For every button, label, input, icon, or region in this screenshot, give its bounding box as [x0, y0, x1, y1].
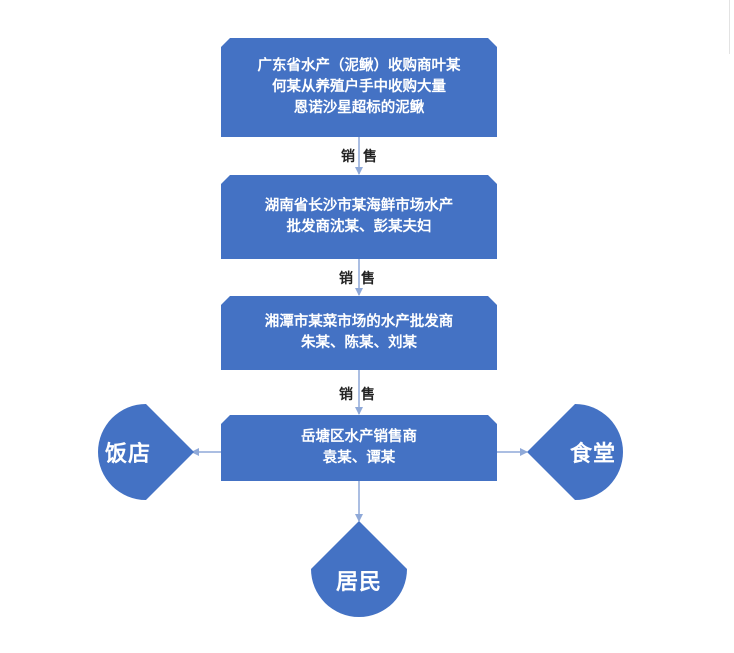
- window-edge-divider: [729, 0, 734, 54]
- drop-left-shape: [98, 404, 194, 500]
- box3-shape: [221, 296, 497, 370]
- box1-line-3: 恩诺沙星超标的泥鳅: [293, 100, 425, 116]
- box2-line-2: 批发商沈某、彭某夫妇: [286, 219, 432, 235]
- box4-line-2: 袁某、谭某: [322, 450, 396, 466]
- box1-line-1: 广东省水产（泥鳅）收购商叶某: [257, 58, 461, 74]
- box4-shape: [221, 415, 497, 481]
- box-guangdong-buyer: 广东省水产（泥鳅）收购商叶某 何某从养殖户手中收购大量 恩诺沙星超标的泥鳅: [221, 38, 497, 137]
- box1-line-2: 何某从养殖户手中收购大量: [272, 79, 446, 95]
- box3-line-2: 朱某、陈某、刘某: [301, 335, 417, 351]
- box4-line-1: 岳塘区水产销售商: [301, 429, 417, 445]
- box-yuetang-seller: 岳塘区水产销售商 袁某、谭某: [221, 415, 497, 481]
- drop-bottom-shape: [311, 521, 407, 617]
- box-changsha-wholesaler: 湖南省长沙市某海鲜市场水产 批发商沈某、彭某夫妇: [221, 175, 497, 259]
- edge-label-sale-2: 销售: [339, 271, 383, 287]
- box1-shape: [221, 38, 497, 137]
- box-xiangtan-wholesaler: 湘潭市某菜市场的水产批发商 朱某、陈某、刘某: [221, 296, 497, 370]
- destination-canteen: 食堂: [569, 442, 616, 467]
- box2-shape: [221, 175, 497, 259]
- edge-label-sale-3: 销售: [339, 387, 383, 403]
- edge-label-sale-1: 销售: [341, 149, 385, 165]
- drop-right-shape: [527, 404, 623, 500]
- destination-restaurant: 饭店: [104, 442, 151, 467]
- box3-line-1: 湘潭市某菜市场的水产批发商: [264, 314, 454, 330]
- box2-line-1: 湖南省长沙市某海鲜市场水产: [264, 198, 454, 214]
- destination-residents: 居民: [335, 570, 382, 595]
